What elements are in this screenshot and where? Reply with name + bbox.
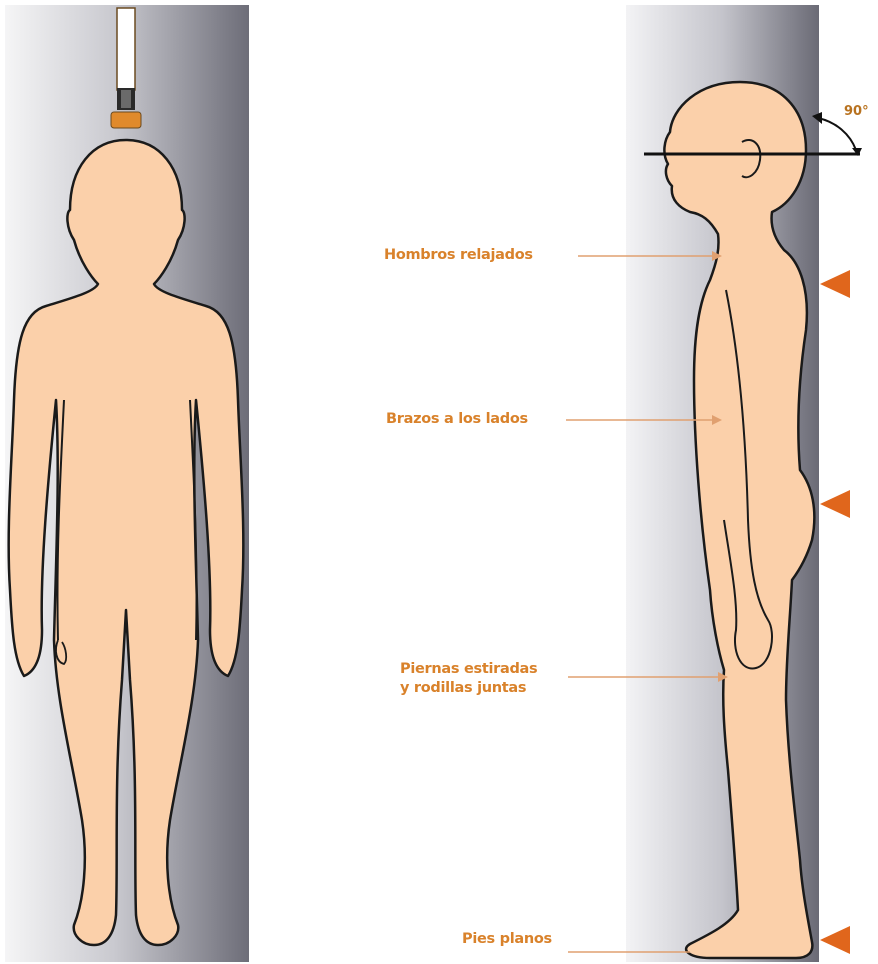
contact-marker-shoulder [820,270,850,298]
label-arms: Brazos a los lados [386,410,528,428]
angle-label: 90° [844,104,869,119]
label-legs-line1: Piernas estiradas [400,660,537,678]
contact-marker-buttocks [820,490,850,518]
label-legs-line2: y rodillas juntas [400,679,526,697]
contact-marker-heels [820,926,850,954]
right-angle-arc [818,118,856,150]
label-feet: Pies planos [462,930,552,948]
label-shoulders: Hombros relajados [384,246,533,264]
